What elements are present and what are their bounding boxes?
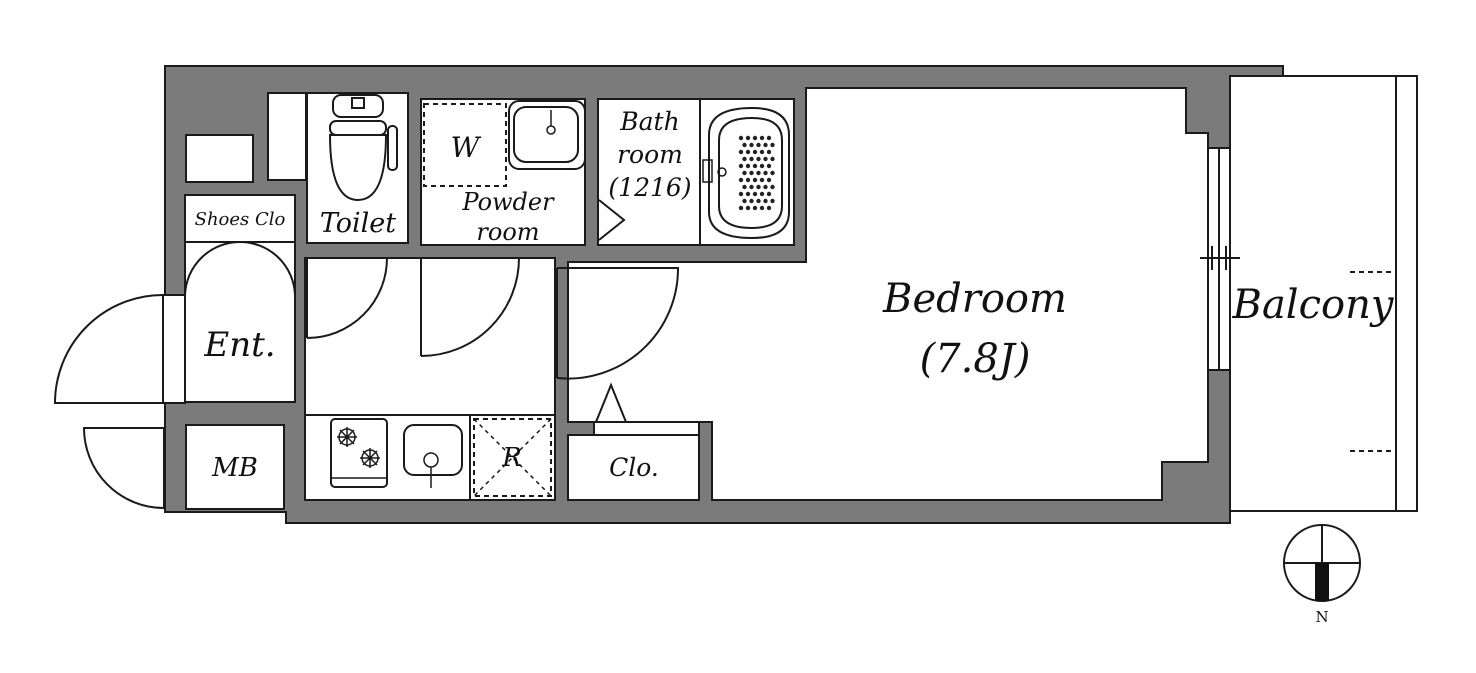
tub-dot xyxy=(763,142,768,148)
bath-size-label: (1216) xyxy=(608,173,691,202)
tub-dot xyxy=(759,191,765,197)
tub-dot xyxy=(756,156,761,162)
bath-label-2: room xyxy=(617,140,683,169)
tub-dot xyxy=(759,177,765,183)
tub-dot xyxy=(763,198,768,204)
tub-dot xyxy=(770,170,775,176)
tub-dot xyxy=(763,184,768,190)
tub-dot xyxy=(763,156,768,162)
meter-box xyxy=(185,424,285,510)
tub-dot xyxy=(742,142,747,148)
tub-dot xyxy=(759,135,765,141)
powder-label-2: room xyxy=(476,218,539,246)
tub-dot xyxy=(749,170,754,176)
washer-label: W xyxy=(451,131,482,164)
tub-dot xyxy=(738,191,744,197)
tub-dot xyxy=(770,184,775,190)
tub-dot xyxy=(759,149,765,155)
tub-dot xyxy=(745,163,751,169)
tub-dot xyxy=(749,156,754,162)
tub-dot xyxy=(766,149,772,155)
entrance-label: Ent. xyxy=(203,325,275,365)
tub-dot xyxy=(756,184,761,190)
tub-dot xyxy=(745,177,751,183)
tub-dot xyxy=(742,170,747,176)
balcony-area xyxy=(1229,75,1418,512)
tub-dot xyxy=(770,142,775,148)
meter-box-label: MB xyxy=(211,453,258,483)
tub-dot xyxy=(752,191,758,197)
tub-dot xyxy=(749,198,754,204)
bath-label-1: Bath xyxy=(619,107,679,136)
tub-dot xyxy=(770,198,775,204)
compass-needle xyxy=(1315,563,1329,601)
shoes-closet-box xyxy=(184,194,296,243)
tub-dot xyxy=(742,198,747,204)
tub-dot xyxy=(738,149,744,155)
closet-label: Clo. xyxy=(609,453,659,482)
washer-space xyxy=(423,103,507,187)
stove-fixture xyxy=(330,418,388,488)
toilet-label: Toilet xyxy=(320,208,396,239)
tub-dot xyxy=(742,184,747,190)
bedroom-floor xyxy=(567,87,1209,501)
tub-dot xyxy=(738,163,744,169)
tub-dot xyxy=(766,191,772,197)
tub-dot xyxy=(766,135,772,141)
storage-box-2 xyxy=(267,92,307,181)
tub-dot xyxy=(752,177,758,183)
tub-dot xyxy=(759,163,765,169)
closet xyxy=(567,434,700,501)
tub-dot xyxy=(766,177,772,183)
tub-dot xyxy=(738,135,744,141)
tub-dot xyxy=(766,163,772,169)
toilet-fixture xyxy=(328,94,398,202)
tub-dot xyxy=(738,177,744,183)
tub-dot xyxy=(770,156,775,162)
tub-dot xyxy=(756,170,761,176)
tub-dot xyxy=(756,142,761,148)
tub-dot xyxy=(745,191,751,197)
fridge-space xyxy=(469,414,556,501)
tub-dot xyxy=(742,156,747,162)
tub-dot xyxy=(752,149,758,155)
tub-dot xyxy=(749,142,754,148)
tub-dot xyxy=(759,205,765,211)
compass-north-label: N xyxy=(1315,608,1328,626)
kitchen-sink-fixture xyxy=(403,424,463,488)
north-compass: N xyxy=(1283,524,1361,626)
storage-box xyxy=(185,134,254,183)
tub-dot xyxy=(752,163,758,169)
tub-dot xyxy=(749,184,754,190)
tub-dot xyxy=(752,135,758,141)
balcony-label: Balcony xyxy=(1232,282,1395,328)
tub-dot xyxy=(738,205,744,211)
tub-dot xyxy=(756,198,761,204)
hall-floor xyxy=(304,257,556,416)
tub-dot xyxy=(745,135,751,141)
entrance-floor xyxy=(184,241,296,403)
powder-label-1: Powder xyxy=(461,188,555,216)
shoes-closet-label: Shoes Clo xyxy=(195,209,286,230)
tub-dot xyxy=(763,170,768,176)
basin-fixture xyxy=(508,100,586,170)
tub-dot xyxy=(745,149,751,155)
tub-dot xyxy=(752,205,758,211)
bathtub-drain-pattern xyxy=(738,135,775,211)
tub-dot xyxy=(766,205,772,211)
tub-dot xyxy=(745,205,751,211)
bedroom-size-label: (7.8J) xyxy=(920,336,1031,382)
bedroom-label: Bedroom xyxy=(882,276,1067,322)
refrigerator-label: R xyxy=(501,443,522,473)
